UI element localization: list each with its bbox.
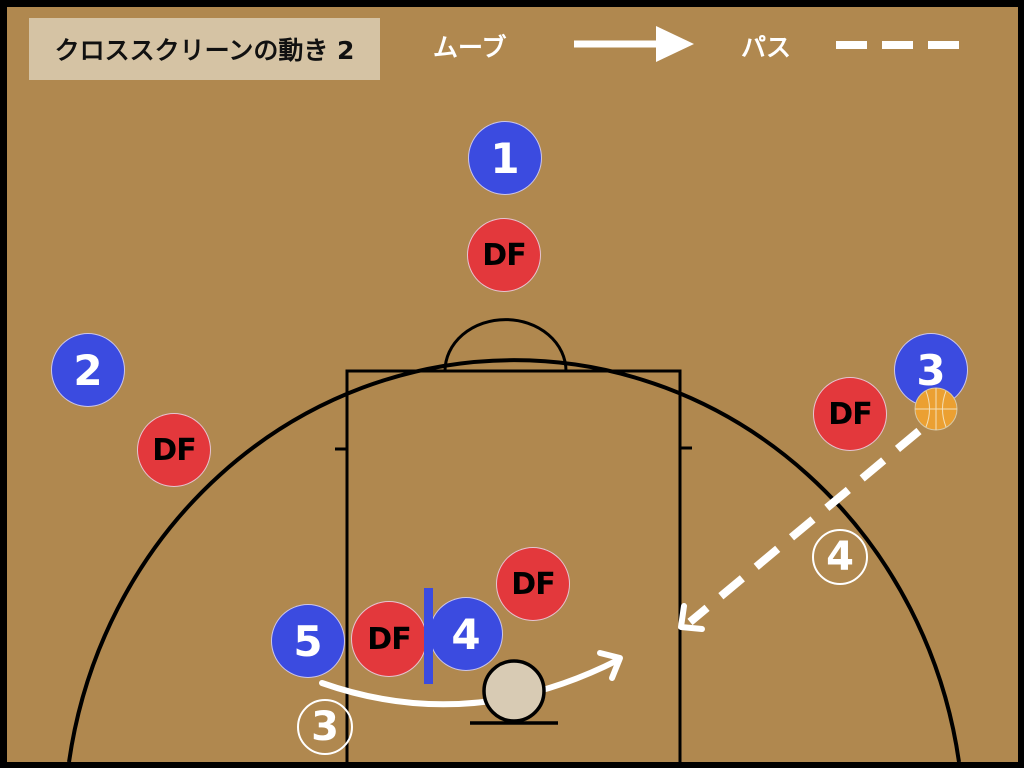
free-throw-circle (443, 318, 568, 372)
move-arrow-step-3 (319, 657, 621, 708)
legend-pass-dash (836, 41, 867, 49)
defender-4[interactable]: DF (496, 547, 570, 621)
pass-arrowhead (678, 603, 705, 632)
move-arrowhead (597, 650, 623, 681)
legend-pass-label: パス (741, 33, 792, 62)
diagram-title: クロススクリーンの動き 2 (29, 18, 380, 80)
three-point-line (67, 358, 961, 763)
step-label-4: 4 (812, 529, 868, 585)
legend-pass-dash (928, 41, 959, 49)
offense-player-5[interactable]: 5 (271, 604, 345, 678)
offense-player-1[interactable]: 1 (468, 121, 542, 195)
defender-2[interactable]: DF (137, 413, 211, 487)
paint-area (345, 369, 682, 768)
defender-3[interactable]: DF (813, 377, 887, 451)
hoop (482, 659, 546, 723)
legend-pass-dash (882, 41, 913, 49)
legend-move-label: ムーブ (433, 33, 507, 62)
legend-move-arrowhead (656, 26, 694, 62)
pass-line-step-4 (687, 427, 922, 626)
offense-player-2[interactable]: 2 (51, 333, 125, 407)
step-label-3: 3 (297, 699, 353, 755)
basketball-icon (914, 387, 958, 431)
screen-bar (424, 588, 433, 684)
offense-player-4[interactable]: 4 (429, 597, 503, 671)
defender-1[interactable]: DF (467, 218, 541, 292)
defender-5[interactable]: DF (351, 601, 427, 677)
